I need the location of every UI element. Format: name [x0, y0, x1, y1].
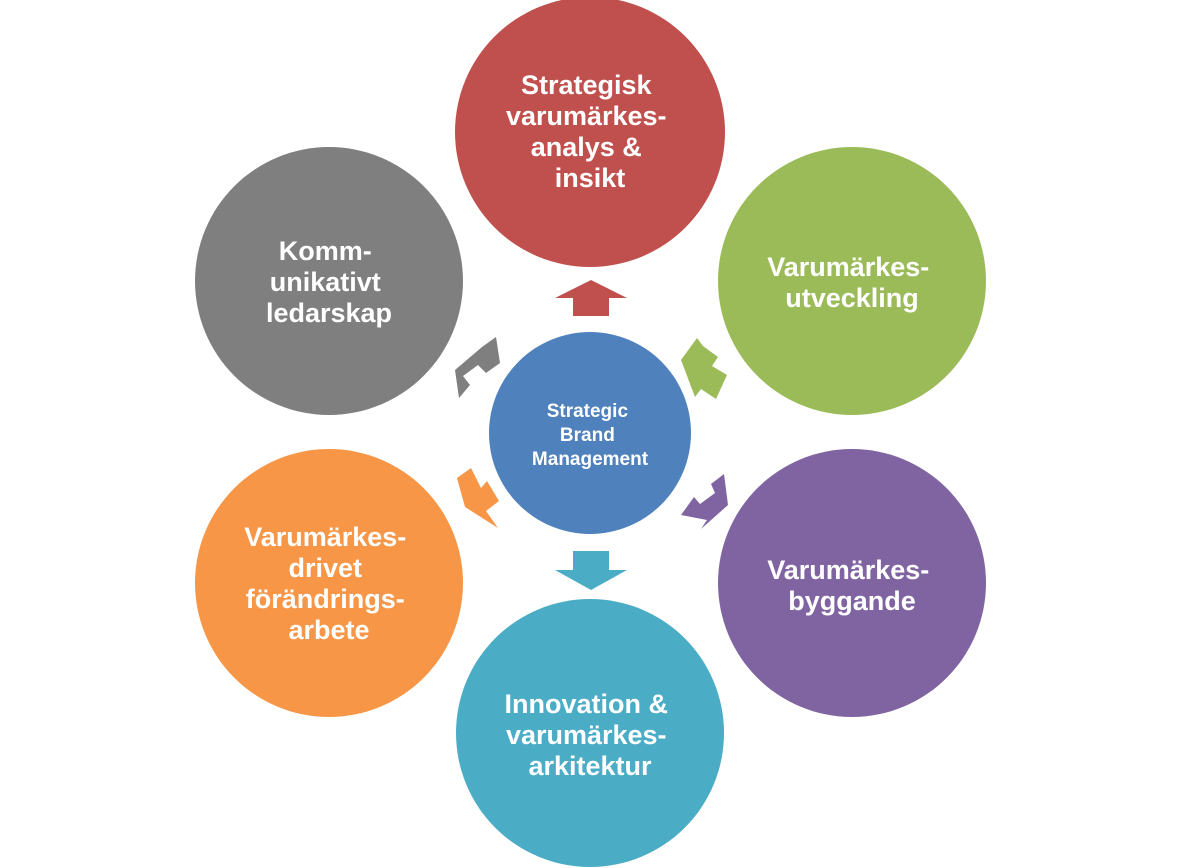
arrow-to-kommunikativt-ledarskap [455, 337, 500, 398]
node-varumarkesbyggande: Varumärkes- byggande [718, 449, 986, 717]
node-label: Varumärkes- utveckling [767, 252, 937, 313]
arrows-layer [455, 280, 728, 590]
node-label: Komm- unikativt ledarskap [266, 236, 392, 328]
center-circle [489, 332, 691, 534]
node-circle [718, 449, 986, 717]
node-forandringsarbete: Varumärkes- drivet förändrings- arbete [195, 449, 463, 717]
arrow-to-innovation-arkitektur [555, 551, 627, 590]
node-label: Varumärkes- drivet förändrings- arbete [244, 522, 414, 645]
node-kommunikativt-ledarskap: Komm- unikativt ledarskap [195, 147, 463, 415]
center-label: Strategic Brand Management [532, 401, 649, 470]
arrow-to-varumarkesutveckling [681, 338, 727, 399]
arrow-to-varumarkesbyggande [681, 474, 728, 529]
arrow-to-forandringsarbete [457, 468, 499, 528]
nodes-layer: Strategisk varumärkes- analys & insikt V… [195, 0, 986, 867]
node-label: Strategisk varumärkes- analys & insikt [506, 70, 674, 193]
node-circle [195, 147, 463, 415]
node-circle [195, 449, 463, 717]
node-circle [456, 599, 724, 867]
node-innovation-arkitektur: Innovation & varumärkes- arkitektur [456, 599, 724, 867]
node-strategisk-analys: Strategisk varumärkes- analys & insikt [455, 0, 725, 267]
node-circle [455, 0, 725, 267]
node-varumarkesutveckling: Varumärkes- utveckling [718, 147, 986, 415]
center-node: Strategic Brand Management [489, 332, 691, 534]
arrow-to-strategisk-analys [555, 280, 627, 316]
node-circle [718, 147, 986, 415]
node-label: Innovation & varumärkes- arkitektur [504, 689, 675, 781]
node-label: Varumärkes- byggande [767, 555, 937, 616]
